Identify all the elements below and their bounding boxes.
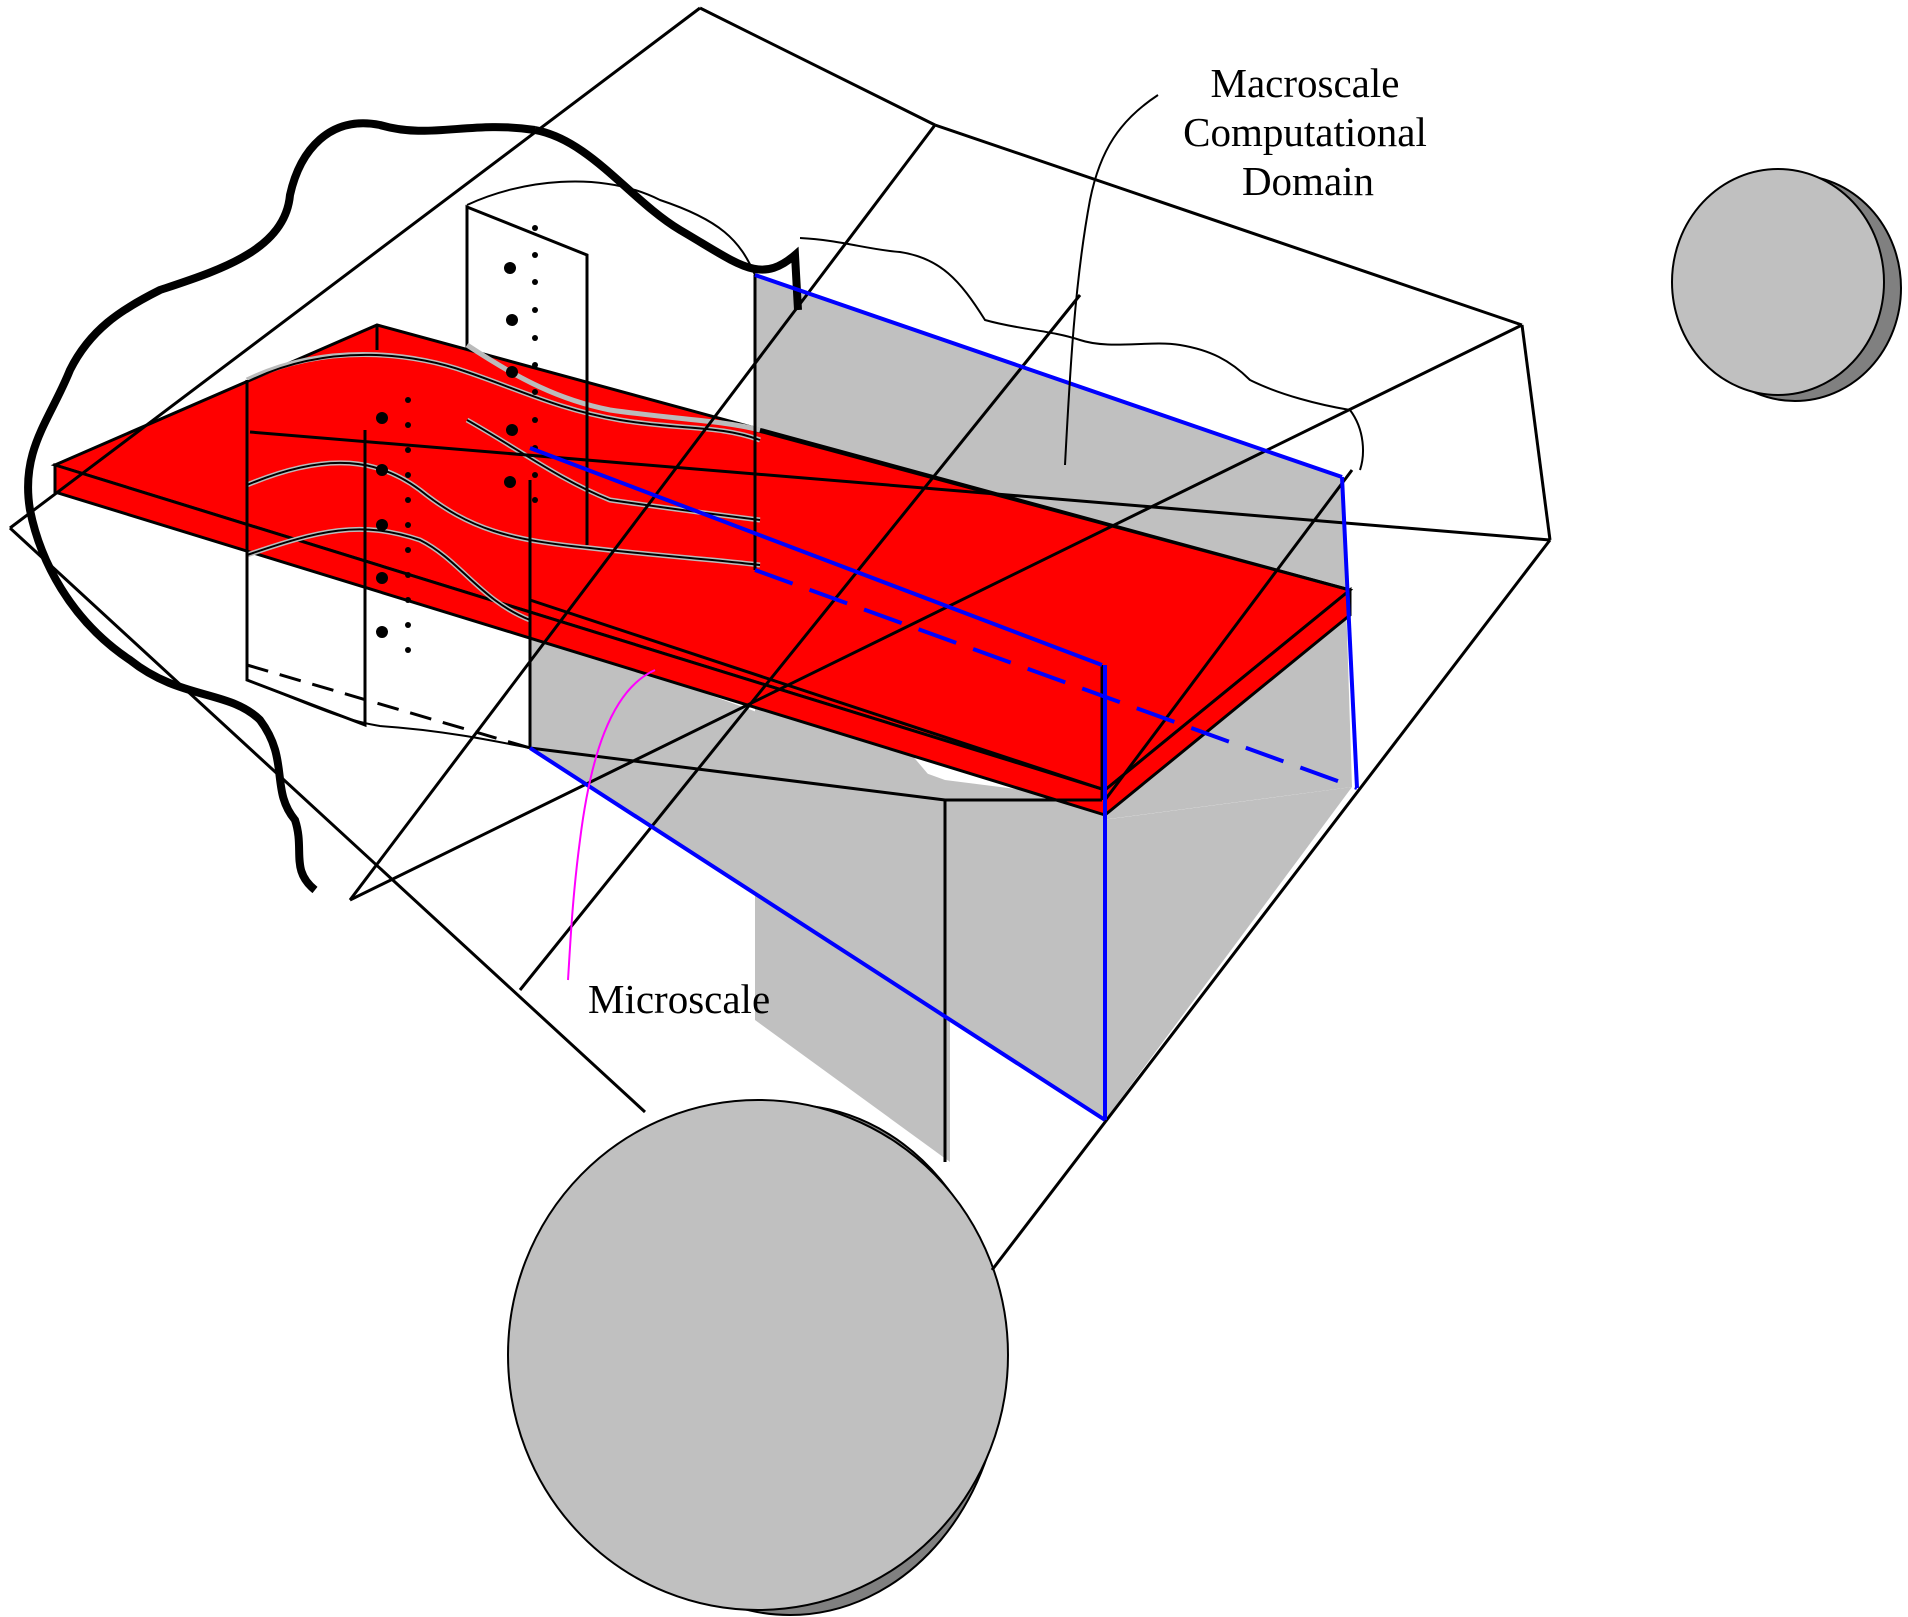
macro-edge: [1520, 324, 1552, 541]
dot: [405, 572, 411, 578]
macro-edge: [349, 323, 1523, 902]
micro-label: Microscale: [588, 976, 770, 1022]
dot: [405, 397, 411, 403]
dot: [405, 422, 411, 428]
macro-edge: [1103, 469, 1354, 801]
macro-label-line3: Domain: [1242, 158, 1374, 204]
macro-edge: [699, 6, 936, 127]
dot: [405, 597, 411, 603]
macro-box-wireframe: [8, 6, 1552, 1271]
slab-line: [529, 598, 1106, 792]
macro-leader-line: [1064, 94, 1159, 466]
dot: [506, 366, 518, 378]
macro-edge: [518, 294, 1082, 991]
macro-edge: [8, 526, 647, 1114]
dot: [532, 389, 538, 395]
micro-leader-line: [567, 669, 656, 981]
dot: [376, 572, 388, 584]
dot: [376, 519, 388, 531]
macro-label-line1: Macroscale: [1211, 60, 1400, 106]
dot: [405, 497, 411, 503]
flow-line: [246, 353, 761, 441]
macro-edge: [934, 123, 1523, 327]
dot: [532, 279, 538, 285]
thin-boundary: [466, 180, 1364, 471]
dot: [506, 314, 518, 326]
slab-line: [754, 428, 1351, 592]
dot: [532, 335, 538, 341]
macro-edge: [529, 746, 946, 802]
flow-line: [466, 419, 761, 521]
dot: [532, 472, 538, 478]
blue-edge: [754, 273, 1343, 479]
dot: [376, 412, 388, 424]
small-disk-face: [1671, 168, 1885, 396]
dot: [376, 626, 388, 638]
dot: [504, 262, 516, 274]
dot: [532, 225, 538, 231]
large-disk-face: [507, 1099, 1009, 1611]
dot: [405, 547, 411, 553]
small-disk: [1671, 168, 1902, 402]
flow-line: [246, 528, 531, 621]
dot: [532, 307, 538, 313]
macro-label-line2: Computational: [1183, 109, 1427, 155]
dot: [376, 464, 388, 476]
dot: [532, 252, 538, 258]
flow-line: [246, 461, 761, 566]
macro-edge: [9, 6, 701, 530]
dot: [405, 472, 411, 478]
dot: [504, 476, 516, 488]
particle-dots: [376, 225, 538, 653]
dot: [405, 522, 411, 528]
dot: [506, 424, 518, 436]
large-disk: [507, 1099, 1009, 1616]
dot: [405, 647, 411, 653]
macro-edge: [990, 539, 1552, 1271]
dot: [405, 622, 411, 628]
blue-edge: [1340, 476, 1359, 789]
macro-edge: [348, 124, 937, 901]
dot: [532, 417, 538, 423]
blue-edge: [529, 446, 1103, 667]
shaded-right-face: [1102, 787, 1352, 1120]
thin-boundary-lower: [246, 679, 531, 749]
blue-edge: [528, 746, 1107, 1122]
blue-edge: [754, 568, 1358, 790]
macro-edge: [249, 430, 1551, 542]
micro-box-blue-edges: [528, 273, 1359, 1122]
dot: [532, 497, 538, 503]
dot: [405, 447, 411, 453]
dot: [532, 362, 538, 368]
hidden-edge: [246, 663, 531, 750]
domain-boundary: [24, 119, 802, 894]
